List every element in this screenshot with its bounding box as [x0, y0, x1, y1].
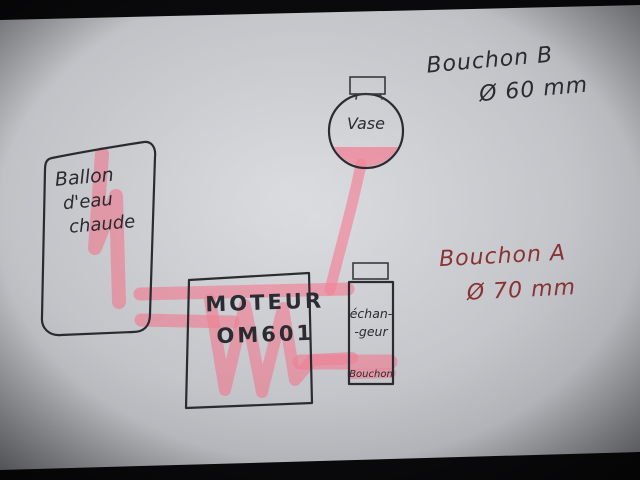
photo-vignette [0, 0, 640, 480]
diagram-svg: Ballon d'eau chaude MOTEUR OM601 Vase éc… [0, 0, 640, 480]
photo-of-hand-drawn-diagram: Ballon d'eau chaude MOTEUR OM601 Vase éc… [0, 0, 640, 480]
